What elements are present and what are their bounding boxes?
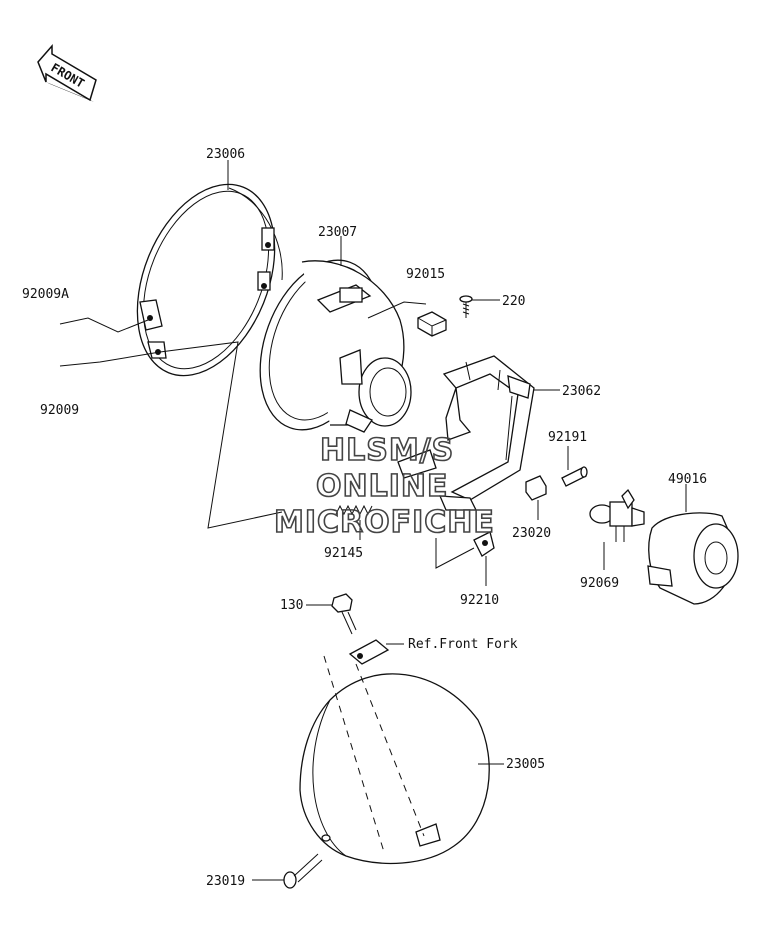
label-23007: 23007 bbox=[318, 225, 357, 240]
watermark-line-2: ONLINE bbox=[316, 469, 449, 504]
watermark-line-1: HLSM/S bbox=[320, 433, 454, 468]
label-220: 220 bbox=[502, 294, 525, 309]
label-ref-front-fork: Ref.Front Fork bbox=[408, 637, 518, 652]
reflector-unit-23007 bbox=[259, 259, 412, 433]
label-23020: 23020 bbox=[512, 526, 551, 541]
label-23062: 23062 bbox=[562, 384, 601, 399]
clip-23020 bbox=[525, 475, 547, 501]
label-23019: 23019 bbox=[206, 874, 245, 889]
label-92069: 92069 bbox=[580, 576, 619, 591]
front-fork-bracket bbox=[348, 639, 390, 665]
label-23006: 23006 bbox=[206, 147, 245, 162]
watermark: HLSM/S ONLINE MICROFICHE bbox=[273, 432, 495, 541]
label-92210: 92210 bbox=[460, 593, 499, 608]
watermark-line-3: MICROFICHE bbox=[274, 505, 495, 540]
label-92191: 92191 bbox=[548, 430, 587, 445]
front-arrow-icon: FRONT bbox=[37, 44, 97, 102]
label-130: 130 bbox=[280, 598, 303, 613]
sleeve-92191 bbox=[561, 466, 588, 487]
screw-23019 bbox=[283, 853, 323, 889]
rubber-boot-49016 bbox=[647, 512, 739, 605]
headlight-housing-23005 bbox=[299, 655, 490, 864]
label-92145: 92145 bbox=[324, 546, 363, 561]
label-23005: 23005 bbox=[506, 757, 545, 772]
label-92009A: 92009A bbox=[22, 287, 69, 302]
leader-lines bbox=[59, 160, 687, 881]
nut-92015 bbox=[417, 311, 447, 337]
bracket-23062 bbox=[397, 355, 535, 511]
bolt-130 bbox=[331, 593, 357, 635]
label-92015: 92015 bbox=[406, 267, 445, 282]
label-92009: 92009 bbox=[40, 403, 79, 418]
screw-220 bbox=[459, 295, 473, 318]
label-49016: 49016 bbox=[668, 472, 707, 487]
headlight-rim-23006 bbox=[136, 183, 283, 377]
callout-labels: 23006 23007 92009A 92009 92015 220 23062… bbox=[22, 147, 707, 889]
spring-92145 bbox=[335, 504, 373, 516]
bulb-92069 bbox=[589, 488, 645, 542]
plate-92210 bbox=[473, 531, 495, 557]
